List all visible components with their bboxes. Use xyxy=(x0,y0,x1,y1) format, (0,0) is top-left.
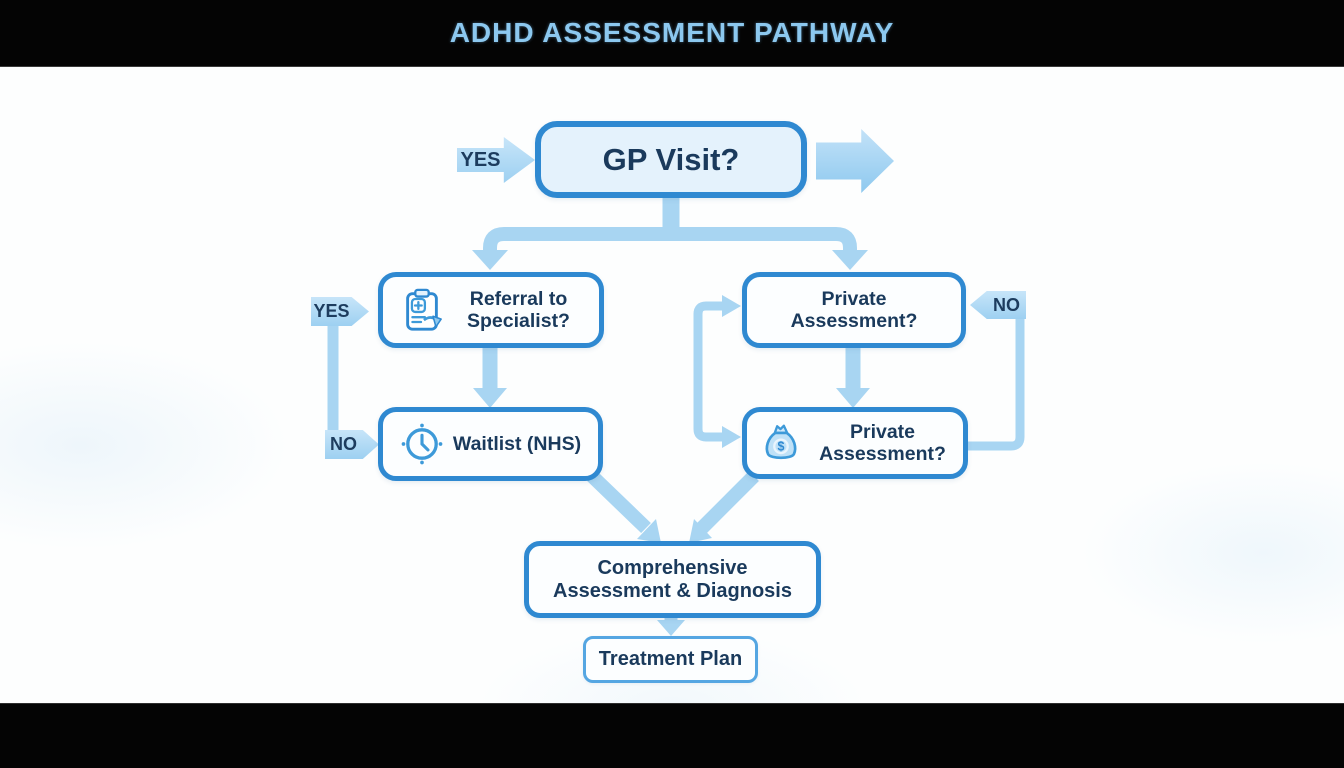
edge-waitlist-comp xyxy=(587,470,651,534)
arrowhead-comp-right xyxy=(689,519,712,543)
clock-icon xyxy=(401,423,443,465)
node-waitlist-nhs: Waitlist (NHS) xyxy=(378,407,603,481)
arrowhead-bracket-top xyxy=(722,295,741,317)
bottom-letterbox-bar xyxy=(0,703,1344,768)
arrowhead-comp-left xyxy=(637,519,661,543)
dollar-glyph: $ xyxy=(777,440,784,454)
edge-gp-branch-bar xyxy=(483,227,857,255)
page-title: ADHD ASSESSMENT PATHWAY xyxy=(449,17,895,48)
node-comprehensive-assessment: Comprehensive Assessment & Diagnosis xyxy=(524,541,821,618)
node-label: Comprehensive Assessment & Diagnosis xyxy=(553,556,792,602)
arrowhead-private-down xyxy=(836,388,870,408)
node-treatment-plan: Treatment Plan xyxy=(583,636,758,683)
edge-private-no-rail xyxy=(966,312,1025,451)
node-label: GP Visit? xyxy=(602,141,740,177)
arrowhead-branch-right xyxy=(832,250,868,270)
arrowhead-treatment xyxy=(657,620,685,636)
node-gp-visit: GP Visit? xyxy=(535,121,807,198)
no-label-text: NO xyxy=(330,434,357,454)
arrowhead-branch-left xyxy=(472,250,508,270)
yes-label-text: YES xyxy=(313,301,350,321)
node-private-assessment: $ Private Assessment? xyxy=(742,407,968,479)
arrowhead-bracket-bottom xyxy=(722,426,741,448)
arrowhead-waitlist xyxy=(473,388,507,408)
node-label: Private Assessment? xyxy=(819,420,946,465)
no-label-text: NO xyxy=(993,294,1020,315)
edge-private-left-bracket xyxy=(693,301,724,442)
top-letterbox-bar: ADHD ASSESSMENT PATHWAY xyxy=(0,0,1344,67)
edge-private-comp xyxy=(697,471,759,533)
node-label: Private Assessment? xyxy=(790,287,918,332)
money-bag-icon: $ xyxy=(765,424,796,460)
node-private-assessment-question: Private Assessment? xyxy=(742,272,966,348)
clipboard-referral-icon xyxy=(405,288,442,331)
node-label: Referral to Specialist? xyxy=(467,287,570,332)
node-referral-to-specialist: Referral to Specialist? xyxy=(378,272,604,348)
node-label: Waitlist (NHS) xyxy=(452,432,582,455)
node-label: Treatment Plan xyxy=(598,648,743,670)
yes-label-text: YES xyxy=(460,148,501,171)
